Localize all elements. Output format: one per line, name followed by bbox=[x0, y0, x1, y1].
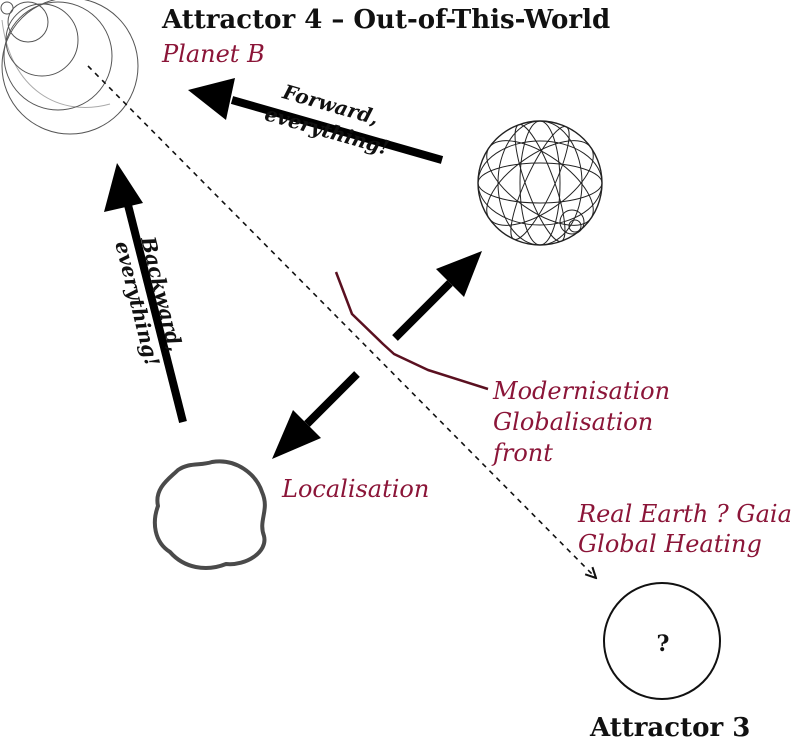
attractor3-title: Attractor 3 bbox=[590, 713, 751, 743]
attractor3-circle bbox=[603, 582, 721, 700]
attractor3-question-mark: ? bbox=[657, 631, 670, 657]
localisation-label: Localisation bbox=[282, 475, 430, 503]
forward-arrow bbox=[188, 78, 444, 164]
front-label-front: front bbox=[493, 439, 553, 467]
planet-b-label: Planet B bbox=[162, 40, 265, 68]
wireframe-globe bbox=[477, 120, 603, 246]
global-heating-label: Global Heating bbox=[578, 530, 762, 558]
front-label-modernisation: Modernisation bbox=[493, 377, 671, 405]
planet-b-circles bbox=[0, 0, 139, 135]
modernisation-front-line bbox=[334, 271, 489, 391]
arrow-to-localisation bbox=[272, 371, 360, 459]
real-earth-label: Real Earth ? Gaia bbox=[578, 500, 792, 528]
backward-arrow bbox=[104, 163, 187, 423]
localisation-circle bbox=[152, 459, 267, 570]
trajectory-dashed-line bbox=[87, 65, 596, 578]
front-label-globalisation: Globalisation bbox=[493, 408, 654, 436]
attractor4-title: Attractor 4 – Out-of-This-World bbox=[162, 5, 611, 35]
forward-arrow-label: Forward, everything! bbox=[262, 76, 399, 159]
arrow-to-globe bbox=[392, 251, 482, 341]
